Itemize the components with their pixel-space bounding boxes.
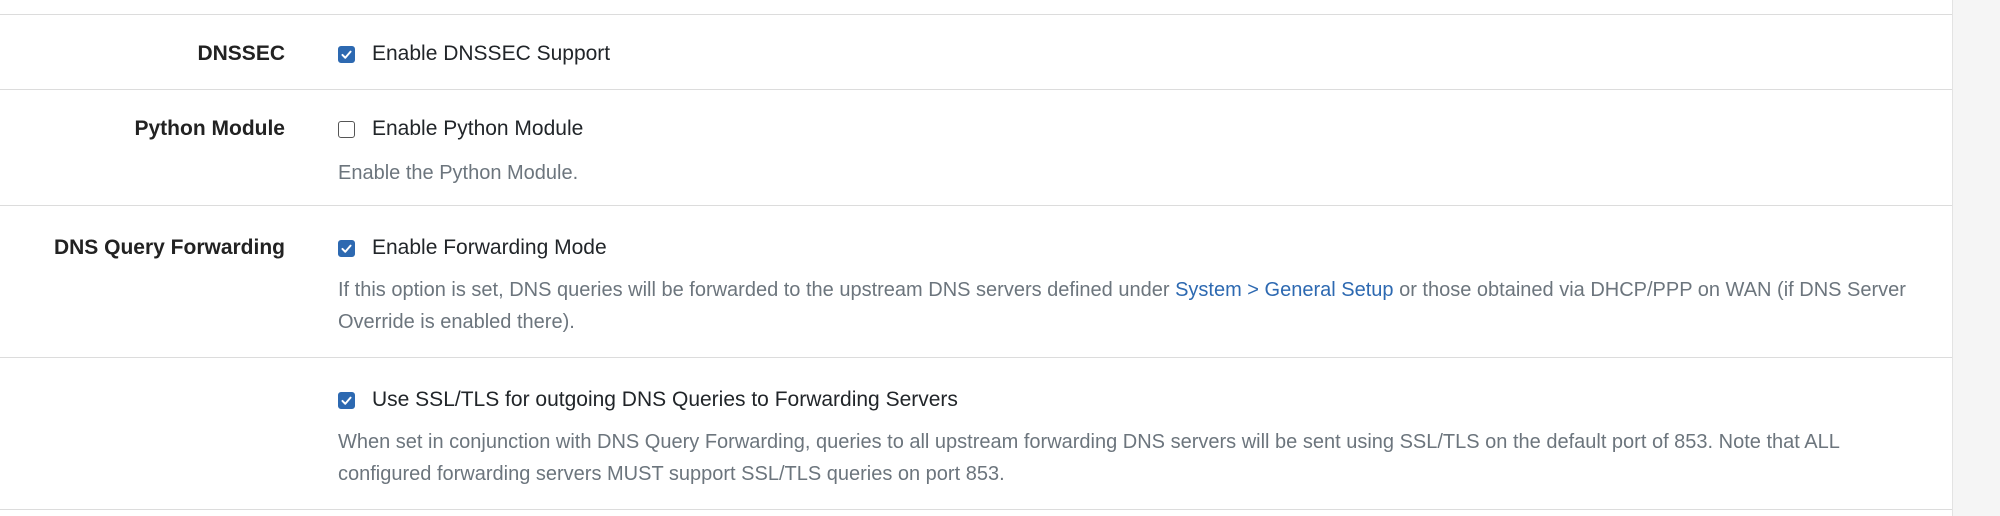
python-module-checkbox-line[interactable]: Enable Python Module (338, 117, 583, 141)
forwarding-help-text-end: or those obtained via DHCP/PPP on WAN (i… (338, 279, 1906, 333)
checkmark-icon (341, 396, 352, 405)
row-python-module: Python Module Enable Python Module Enabl… (0, 90, 1952, 206)
previous-row-divider (0, 0, 1952, 15)
python-module-checkbox[interactable] (338, 120, 355, 138)
dnssec-label: DNSSEC (197, 42, 285, 65)
ssl-tls-checkbox-line[interactable]: Use SSL/TLS for outgoing DNS Queries to … (338, 388, 958, 412)
python-module-label: Python Module (134, 117, 286, 140)
ssl-tls-help: When set in conjunction with DNS Query F… (338, 431, 1840, 485)
ssl-tls-checkbox[interactable] (338, 391, 355, 409)
dnssec-checkbox-line[interactable]: Enable DNSSEC Support (338, 42, 610, 66)
row-ssl-tls: Use SSL/TLS for outgoing DNS Queries to … (0, 358, 1952, 510)
forwarding-checkbox-line[interactable]: Enable Forwarding Mode (338, 236, 607, 260)
forwarding-help-text-start: If this option is set, DNS queries will … (338, 279, 1176, 301)
settings-panel: DNSSEC Enable DNSSEC Support Python Modu… (0, 0, 1953, 516)
dnssec-checkbox-label[interactable]: Enable DNSSEC Support (372, 42, 611, 65)
scrollbar-gutter[interactable] (1953, 0, 2000, 516)
row-dnssec: DNSSEC Enable DNSSEC Support (0, 15, 1952, 90)
dnssec-checkbox[interactable] (338, 45, 355, 63)
forwarding-checkbox[interactable] (338, 239, 355, 257)
row-dns-query-forwarding: DNS Query Forwarding Enable Forwarding M… (0, 206, 1952, 358)
python-module-checkbox-label[interactable]: Enable Python Module (372, 117, 584, 140)
checkmark-icon (341, 244, 352, 253)
ssl-tls-checkbox-label[interactable]: Use SSL/TLS for outgoing DNS Queries to … (372, 388, 958, 411)
python-module-help: Enable the Python Module. (338, 162, 579, 184)
forwarding-checkbox-label[interactable]: Enable Forwarding Mode (372, 236, 607, 259)
dns-query-forwarding-label: DNS Query Forwarding (53, 236, 285, 259)
system-general-setup-link[interactable]: System > General Setup (1175, 279, 1394, 301)
checkmark-icon (341, 50, 352, 59)
forwarding-help: If this option is set, DNS queries will … (338, 274, 1938, 338)
